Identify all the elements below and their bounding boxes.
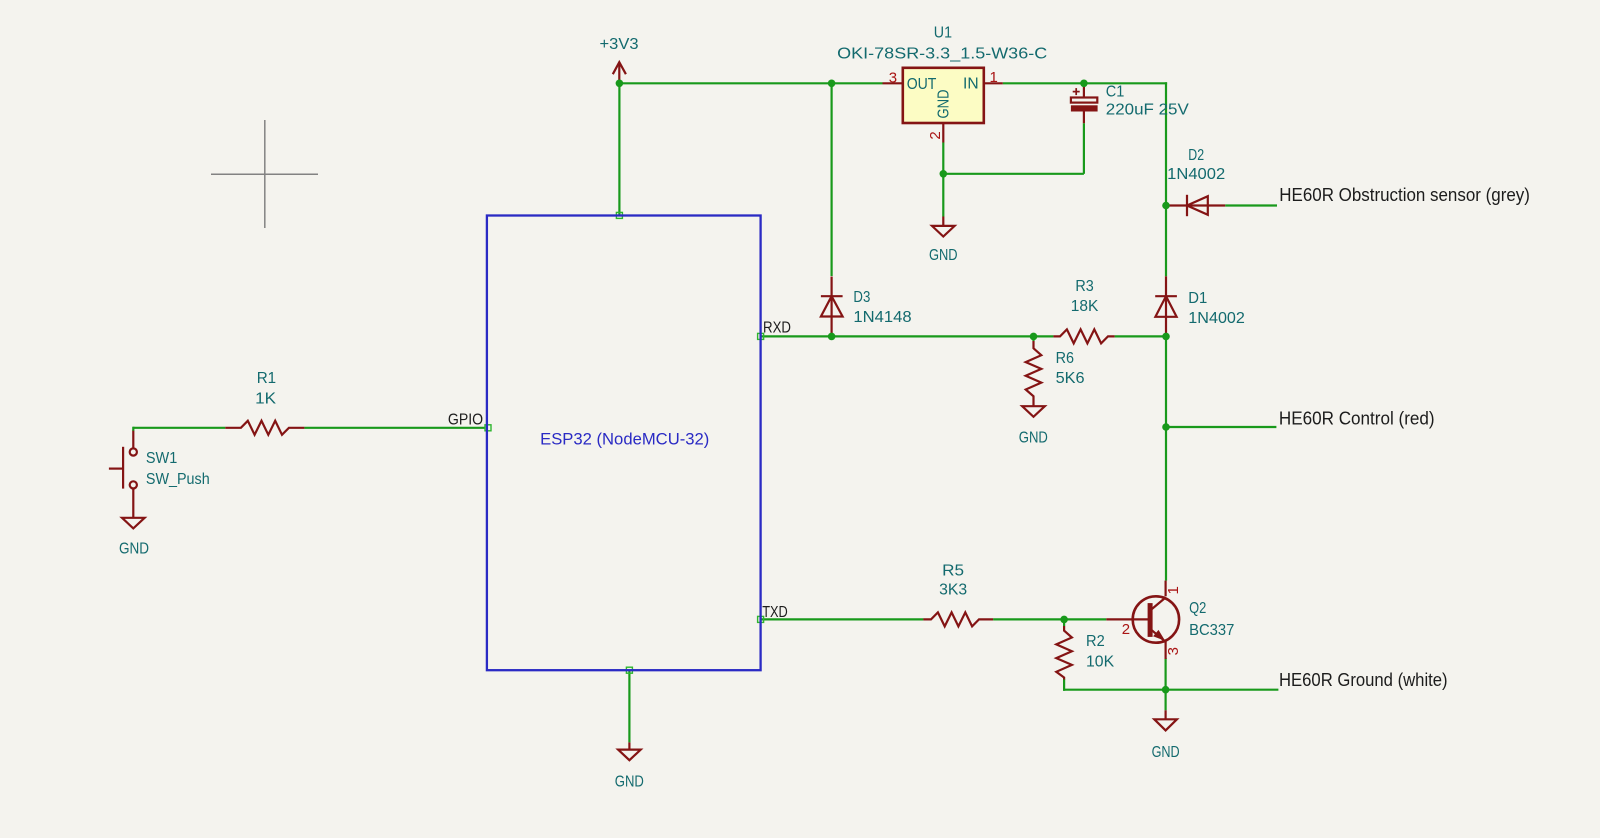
svg-text:HE60R Control (red): HE60R Control (red) bbox=[1279, 409, 1435, 429]
svg-text:RXD: RXD bbox=[763, 320, 791, 337]
svg-text:R1: R1 bbox=[257, 370, 276, 387]
svg-text:OKI-78SR-3.3_1.5-W36-C: OKI-78SR-3.3_1.5-W36-C bbox=[837, 45, 1047, 62]
svg-text:HE60R Obstruction sensor (grey: HE60R Obstruction sensor (grey) bbox=[1279, 185, 1530, 205]
svg-text:GND: GND bbox=[615, 774, 644, 791]
svg-text:ESP32 (NodeMCU-32): ESP32 (NodeMCU-32) bbox=[540, 429, 709, 448]
svg-text:GND: GND bbox=[935, 90, 952, 119]
svg-text:GND: GND bbox=[1152, 744, 1180, 761]
svg-text:3K3: 3K3 bbox=[939, 582, 967, 599]
svg-text:5K6: 5K6 bbox=[1056, 370, 1085, 387]
svg-text:R3: R3 bbox=[1075, 278, 1093, 295]
svg-text:1N4002: 1N4002 bbox=[1167, 166, 1225, 183]
svg-text:GND: GND bbox=[929, 247, 958, 264]
svg-text:3: 3 bbox=[1165, 647, 1182, 655]
svg-text:GND: GND bbox=[1019, 430, 1048, 447]
svg-text:U1: U1 bbox=[934, 25, 952, 42]
svg-text:IN: IN bbox=[963, 76, 979, 93]
svg-text:2: 2 bbox=[1122, 621, 1130, 638]
svg-text:18K: 18K bbox=[1071, 298, 1099, 315]
svg-text:GPIO: GPIO bbox=[448, 411, 483, 428]
svg-text:2: 2 bbox=[927, 131, 944, 139]
svg-text:D2: D2 bbox=[1188, 147, 1204, 164]
svg-text:R5: R5 bbox=[942, 563, 964, 580]
svg-text:BC337: BC337 bbox=[1189, 622, 1234, 639]
svg-text:C1: C1 bbox=[1106, 84, 1125, 101]
svg-text:OUT: OUT bbox=[907, 76, 937, 93]
svg-text:1N4148: 1N4148 bbox=[853, 309, 911, 326]
svg-text:R2: R2 bbox=[1086, 633, 1105, 650]
svg-text:Q2: Q2 bbox=[1189, 600, 1206, 617]
svg-text:1K: 1K bbox=[255, 391, 276, 408]
svg-text:GND: GND bbox=[119, 541, 149, 558]
svg-text:R6: R6 bbox=[1056, 350, 1074, 367]
svg-text:HE60R Ground (white): HE60R Ground (white) bbox=[1279, 670, 1448, 690]
svg-text:TXD: TXD bbox=[762, 604, 788, 621]
svg-text:D1: D1 bbox=[1188, 290, 1207, 307]
svg-text:1: 1 bbox=[990, 69, 998, 86]
svg-text:1: 1 bbox=[1165, 586, 1182, 594]
svg-text:+3V3: +3V3 bbox=[600, 36, 639, 53]
svg-text:1N4002: 1N4002 bbox=[1188, 310, 1245, 327]
svg-text:220uF 25V: 220uF 25V bbox=[1106, 102, 1189, 119]
svg-text:3: 3 bbox=[889, 69, 897, 86]
svg-text:10K: 10K bbox=[1086, 654, 1114, 671]
svg-text:SW_Push: SW_Push bbox=[146, 471, 210, 488]
svg-text:D3: D3 bbox=[853, 289, 870, 306]
svg-text:SW1: SW1 bbox=[146, 450, 177, 467]
